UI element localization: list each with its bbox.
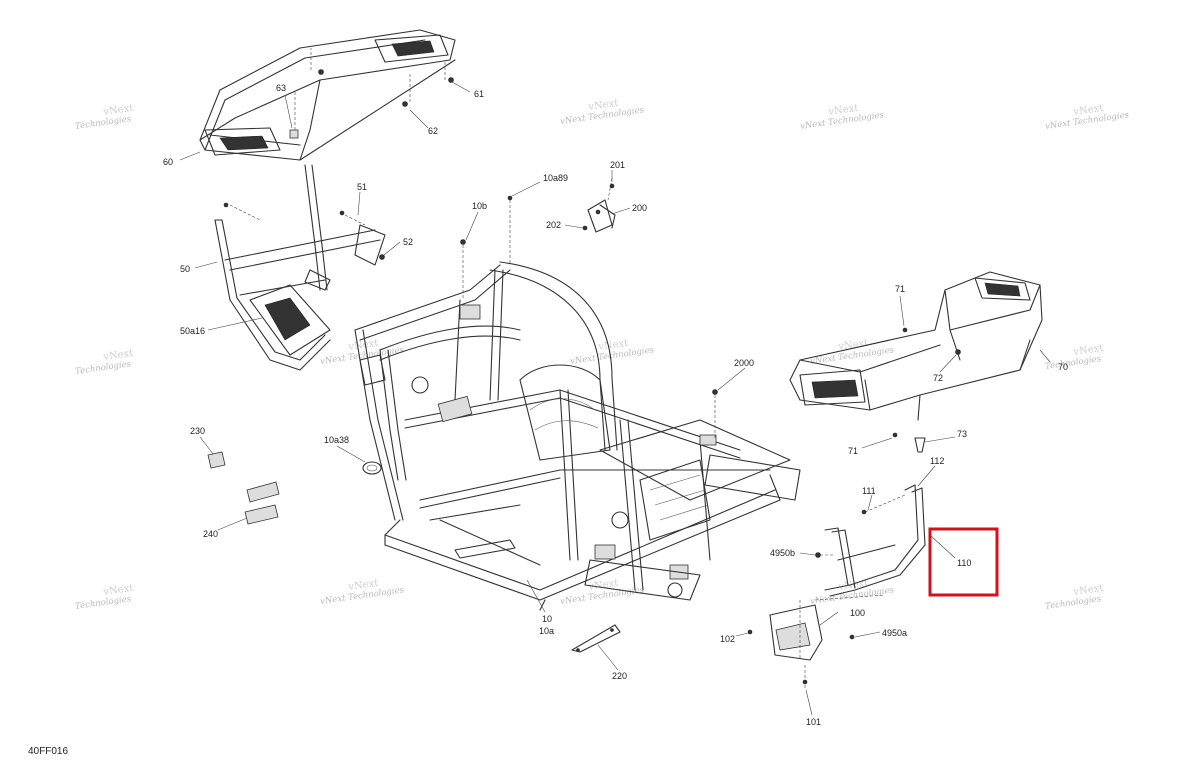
rear-rack-assembly <box>199 29 456 161</box>
callout-51: 51 <box>357 182 367 192</box>
callout-220: 220 <box>612 671 627 681</box>
watermark-line1: vNext <box>1072 343 1104 358</box>
callout-200: 200 <box>632 203 647 213</box>
bracket-200 <box>582 177 616 233</box>
callout-111: 111 <box>862 486 876 496</box>
callout-60: 60 <box>163 157 173 167</box>
small-parts-left <box>207 451 280 525</box>
callout-110[interactable]: 110 <box>957 558 971 568</box>
watermark: vNext vNext Technologies <box>320 578 406 607</box>
watermark-line1: vNext <box>102 348 134 363</box>
watermark: vNext vNext Technologies <box>810 338 896 367</box>
callout-10a38: 10a38 <box>324 435 349 445</box>
front-rack-assembly <box>789 271 1043 453</box>
watermark-line1: vNext <box>597 338 629 353</box>
callout-labels: 60 61 62 63 10a89 201 200 202 10b 51 52 … <box>163 83 1068 727</box>
callout-10a: 10a <box>539 626 554 636</box>
callout-2000: 2000 <box>734 358 754 368</box>
main-frame <box>354 261 801 611</box>
callout-10: 10 <box>542 614 552 624</box>
highlight-box[interactable] <box>928 527 999 597</box>
watermark: vNext vNext Technologies <box>1045 103 1131 132</box>
watermark-line1: vNext <box>1072 583 1104 598</box>
callout-63: 63 <box>276 83 286 93</box>
watermark: vNext vNext Technologies <box>560 98 646 127</box>
watermarks: vNext Technologies vNext vNext Technolog… <box>75 98 1131 612</box>
watermark: vNext Technologies <box>75 583 134 612</box>
leader-lines <box>179 81 1051 716</box>
callout-201: 201 <box>610 160 625 170</box>
callout-73: 73 <box>957 429 967 439</box>
callout-112: 112 <box>930 456 944 466</box>
mount-bracket-100 <box>747 594 886 690</box>
callout-240: 240 <box>203 529 218 539</box>
frame-hardware <box>362 195 718 475</box>
watermark-line1: vNext <box>827 103 859 118</box>
callout-50a16: 50a16 <box>180 326 205 336</box>
callout-71-top: 71 <box>895 284 905 294</box>
watermark-line1: vNext <box>837 338 869 353</box>
callout-102: 102 <box>720 634 735 644</box>
callout-4950a: 4950a <box>882 628 907 638</box>
watermark-line1: vNext <box>587 98 619 113</box>
highlight-110[interactable]: 110 <box>928 527 999 597</box>
watermark: vNext Technologies <box>1045 343 1104 372</box>
watermark: vNext Technologies <box>1045 583 1104 612</box>
callout-101: 101 <box>806 717 821 727</box>
watermark: vNext vNext Technologies <box>800 103 886 132</box>
callout-72: 72 <box>933 373 943 383</box>
watermark-line1: vNext <box>102 583 134 598</box>
callout-100: 100 <box>850 608 865 618</box>
plate-220 <box>571 624 621 653</box>
watermark-line1: vNext <box>347 578 379 593</box>
watermark: vNext Technologies <box>75 348 134 377</box>
front-bumper-assembly <box>815 484 926 597</box>
callout-230: 230 <box>190 426 205 436</box>
watermark: vNext Technologies <box>75 103 134 132</box>
watermark: vNext vNext Technologies <box>560 578 646 607</box>
watermark-line1: vNext <box>347 338 379 353</box>
callout-4950b: 4950b <box>770 548 795 558</box>
callout-71-bottom: 71 <box>848 446 858 456</box>
rear-bumper-assembly <box>214 164 386 371</box>
diagram-code: 40FF016 <box>28 746 69 757</box>
callout-10b: 10b <box>472 201 487 211</box>
callout-10a89: 10a89 <box>543 173 568 183</box>
callout-61: 61 <box>474 89 484 99</box>
watermark-line1: vNext <box>102 103 134 118</box>
watermark-line1: vNext <box>1072 103 1104 118</box>
callout-202: 202 <box>546 220 561 230</box>
callout-70: 70 <box>1058 362 1068 372</box>
callout-50: 50 <box>180 264 190 274</box>
callout-52: 52 <box>403 237 413 247</box>
callout-62: 62 <box>428 126 438 136</box>
